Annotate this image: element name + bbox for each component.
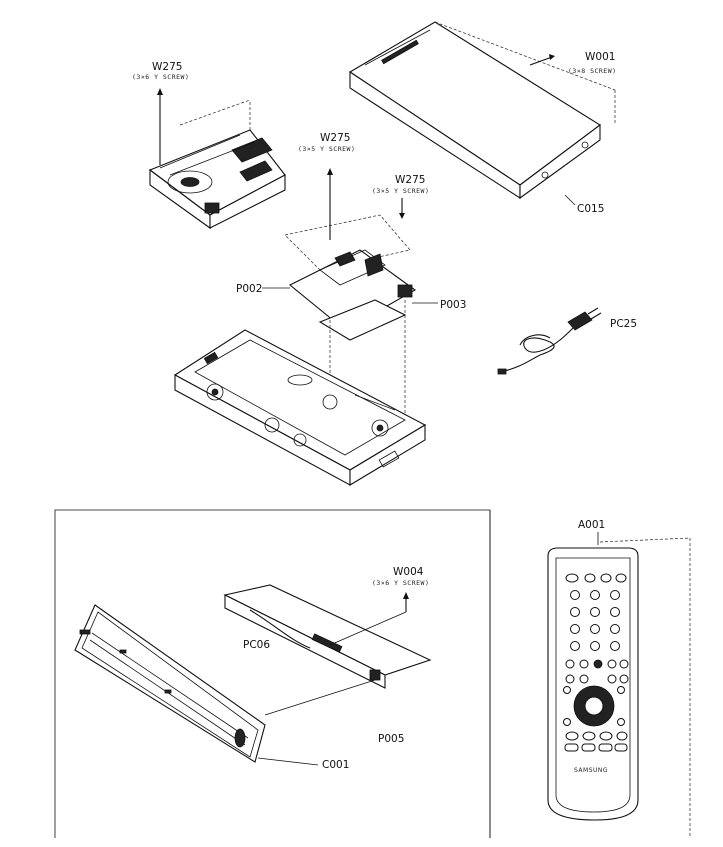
label-p002: P002 bbox=[236, 283, 262, 295]
front-pcb-assembly bbox=[223, 584, 432, 716]
label-a001: A001 bbox=[578, 519, 605, 531]
label-pc25: PC25 bbox=[610, 318, 637, 330]
label-w001: W001 bbox=[585, 51, 615, 63]
front-panel bbox=[74, 604, 319, 766]
label-w001-desc: (3×8 SCREW) bbox=[568, 67, 617, 75]
main-chassis bbox=[173, 329, 427, 486]
label-w004: W004 bbox=[393, 566, 424, 578]
label-w275-top-left-desc: (3×6 Y SCREW) bbox=[132, 73, 189, 81]
remote-brand-label: SAMSUNG bbox=[574, 767, 608, 774]
label-p005: P005 bbox=[378, 733, 404, 745]
label-p003: P003 bbox=[440, 299, 466, 311]
label-c001: C001 bbox=[322, 759, 349, 771]
label-w275-right-desc: (3×5 Y SCREW) bbox=[372, 187, 429, 195]
label-w275-right: W275 bbox=[395, 174, 425, 186]
dvd-loader-assembly bbox=[148, 88, 286, 230]
label-w275-top-left: W275 bbox=[152, 61, 182, 73]
label-w004-desc: (3×6 Y SCREW) bbox=[372, 579, 429, 587]
main-pcb-assembly bbox=[262, 168, 438, 420]
power-cord bbox=[497, 307, 602, 375]
top-cover bbox=[348, 21, 616, 206]
label-w275-center: W275 bbox=[320, 132, 350, 144]
label-w275-center-desc: (3×5 Y SCREW) bbox=[298, 145, 355, 153]
label-pc06: PC06 bbox=[243, 639, 270, 651]
label-c015: C015 bbox=[577, 203, 604, 215]
remote-control bbox=[547, 547, 639, 821]
